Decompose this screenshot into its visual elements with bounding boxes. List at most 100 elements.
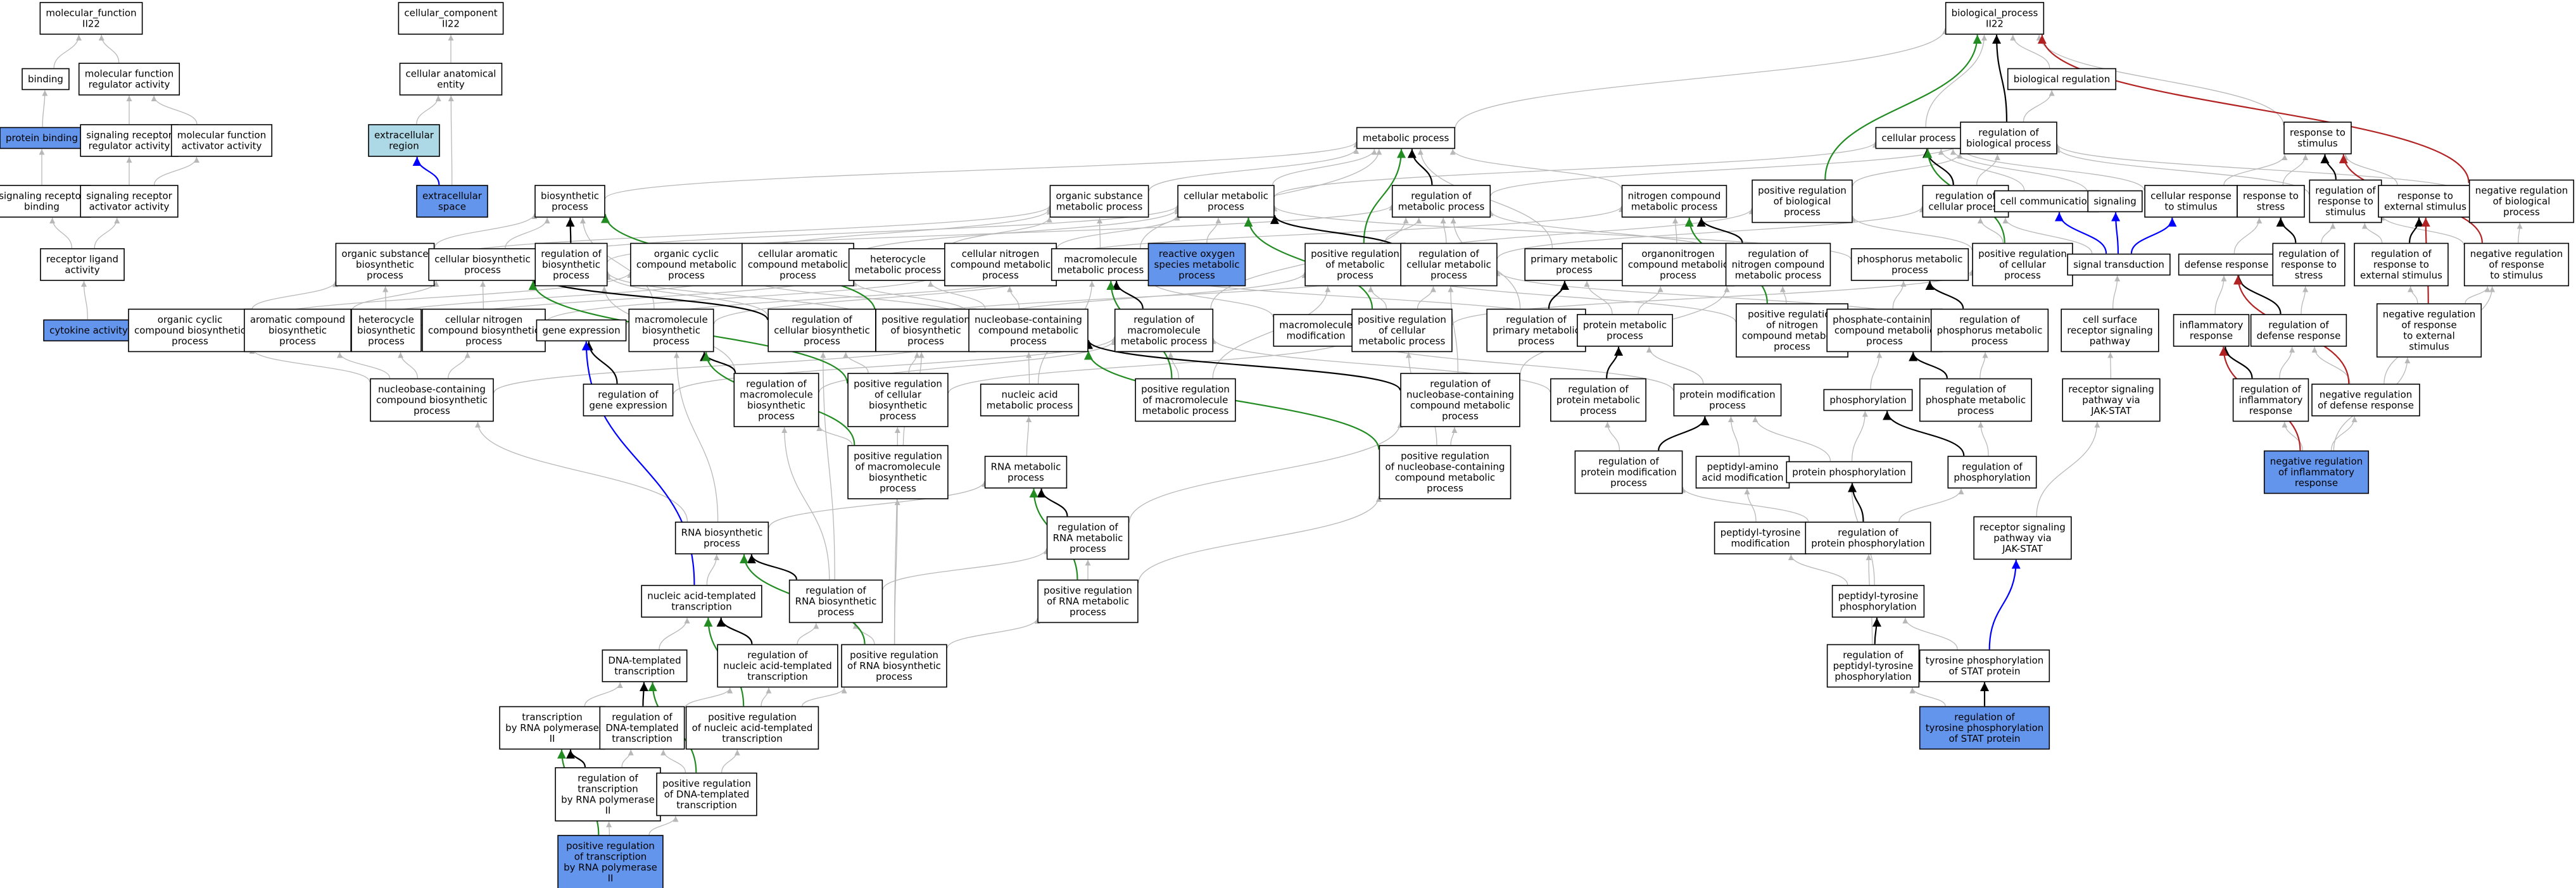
go-term-regpeptyphos: regulation ofpeptidyl-tyrosinephosphoryl… bbox=[1826, 644, 1920, 688]
node-label-line: regulation of bbox=[1978, 127, 2039, 139]
node-box bbox=[1304, 242, 1406, 287]
node-label-line: biosynthetic bbox=[869, 472, 927, 484]
node-box bbox=[656, 772, 757, 816]
edge-is_a-acmp-to-cmp bbox=[854, 208, 1180, 257]
node-label-line: response to bbox=[2243, 191, 2299, 202]
node-box bbox=[674, 522, 769, 554]
edge-is_a-posregrnamp-to-posregnbcmp bbox=[1138, 496, 1382, 584]
node-label-line: cellular process bbox=[1881, 132, 1955, 144]
edge-is_a-sraa-to-mfact bbox=[153, 156, 199, 185]
node-label-line: positive regulation bbox=[854, 378, 942, 390]
edge-is_a-natt-to-rnabp bbox=[706, 554, 720, 585]
node-label-line: process bbox=[907, 335, 944, 347]
node-box bbox=[1786, 461, 1912, 484]
node-label-line: protein phosphorylation bbox=[1792, 466, 1905, 478]
node-label-line: process bbox=[704, 538, 740, 549]
node-label-line: phosphorus metabolic bbox=[1937, 325, 2043, 336]
node-box bbox=[2378, 185, 2473, 218]
node-label-line: regulation of bbox=[1506, 314, 1567, 325]
node-label-line: aromatic compound bbox=[250, 314, 345, 325]
edge-is_a-regprotphos-to-regphos bbox=[1898, 488, 1964, 522]
go-term-sigtrans: signal transduction bbox=[2067, 253, 2171, 276]
edge-is_a-regcmp-to-regcp bbox=[1497, 206, 1925, 259]
node-label-line: peptidyl-amino bbox=[1707, 461, 1779, 473]
node-label-line: signaling bbox=[2093, 196, 2137, 207]
edge-is_a-rsjakstat-to-rsjak bbox=[2036, 422, 2100, 516]
node-box bbox=[733, 373, 819, 427]
node-label-line: protein binding bbox=[6, 132, 78, 144]
edge-is_a-posregcbp-to-posregcmp bbox=[948, 337, 1354, 394]
node-label-line: process bbox=[1208, 201, 1244, 213]
node-label-line: by RNA polymerase bbox=[505, 722, 599, 734]
edge-part_of-regextstim-to-extstim bbox=[2409, 217, 2424, 243]
edge-part_of-regprotmod-to-protmod bbox=[1658, 416, 1710, 451]
edge-is_a-regrnabp-to-regcbp bbox=[820, 352, 835, 580]
node-label-line: transcription bbox=[747, 671, 807, 682]
node-box bbox=[1391, 185, 1491, 218]
node-label-line: process bbox=[1607, 330, 1643, 342]
node-label-line: JAK-STAT bbox=[2090, 405, 2132, 416]
node-label-line: of cellular bbox=[1379, 325, 1426, 336]
node-label-line: DNA-templated bbox=[605, 722, 678, 734]
node-label-line: response bbox=[2295, 477, 2338, 489]
go-term-regmacbp: regulation ofmacromoleculebiosyntheticpr… bbox=[733, 373, 819, 427]
node-label-line: process bbox=[1518, 335, 1555, 347]
edge-layer bbox=[39, 28, 2523, 835]
node-label-line: nitrogen compound bbox=[1628, 191, 1721, 202]
edge-is_a-regtyphosstat-to-regpeptyphos bbox=[1909, 687, 1946, 706]
node-label-line: positive regulation bbox=[1044, 585, 1132, 596]
node-label-line: pathway bbox=[2090, 335, 2131, 347]
edge-part_of-regprotphos-to-protphos bbox=[1848, 483, 1864, 522]
node-box bbox=[78, 63, 180, 96]
node-box bbox=[370, 378, 494, 422]
node-label-line: of nitrogen bbox=[1766, 320, 1818, 331]
edge-part_of-regmacmp-to-macmp bbox=[1112, 280, 1144, 309]
node-box bbox=[767, 308, 876, 353]
edge-is_a-protphos-to-phosph bbox=[1851, 411, 1868, 461]
node-label-line: protein phosphorylation bbox=[1811, 538, 1924, 549]
edge-part_of-regncmp-to-ncmp bbox=[1696, 217, 1743, 243]
node-label-line: process bbox=[1580, 405, 1617, 416]
edge-is_a-resp-to-bp bbox=[2036, 34, 2284, 125]
node-label-line: process bbox=[880, 411, 916, 422]
edge-is_a-rnabp-to-rnamp bbox=[768, 481, 987, 528]
edge-is_a-protmp-to-onmp bbox=[1638, 286, 1664, 315]
edge-part_of-regpcmp-to-pcmp bbox=[1909, 352, 1948, 378]
node-box bbox=[2087, 190, 2143, 213]
node-label-line: regulation of bbox=[1411, 191, 1472, 202]
node-label-line: regulator activity bbox=[89, 79, 170, 91]
node-label-line: compound metabolic bbox=[748, 259, 848, 270]
node-label-line: response bbox=[2249, 405, 2292, 416]
edge-part_of-regstress-to-stress bbox=[2276, 217, 2297, 243]
edge-is_a-regstress-to-regresp bbox=[2321, 223, 2336, 243]
node-label-line: space bbox=[438, 201, 466, 213]
edge-is_a-nbcmp-to-cncmp bbox=[1007, 286, 1020, 309]
edge-is_a-rnabp-to-nbcbp bbox=[475, 422, 688, 522]
node-label-line: modification bbox=[1286, 330, 1345, 342]
edge-positive-posregmp-to-metab bbox=[1363, 149, 1406, 243]
edge-part_of-regrnabp-to-rnabp bbox=[747, 554, 797, 580]
node-box bbox=[1960, 122, 2057, 154]
edge-has_part-sigtrans-to-signaling bbox=[2111, 212, 2121, 254]
node-label-line: external stimulus bbox=[2360, 270, 2442, 281]
node-label-line: molecular function bbox=[177, 130, 267, 141]
node-label-line: peptidyl-tyrosine bbox=[1838, 591, 1919, 602]
node-label-line: transcription bbox=[612, 733, 672, 744]
node-box bbox=[351, 308, 422, 353]
